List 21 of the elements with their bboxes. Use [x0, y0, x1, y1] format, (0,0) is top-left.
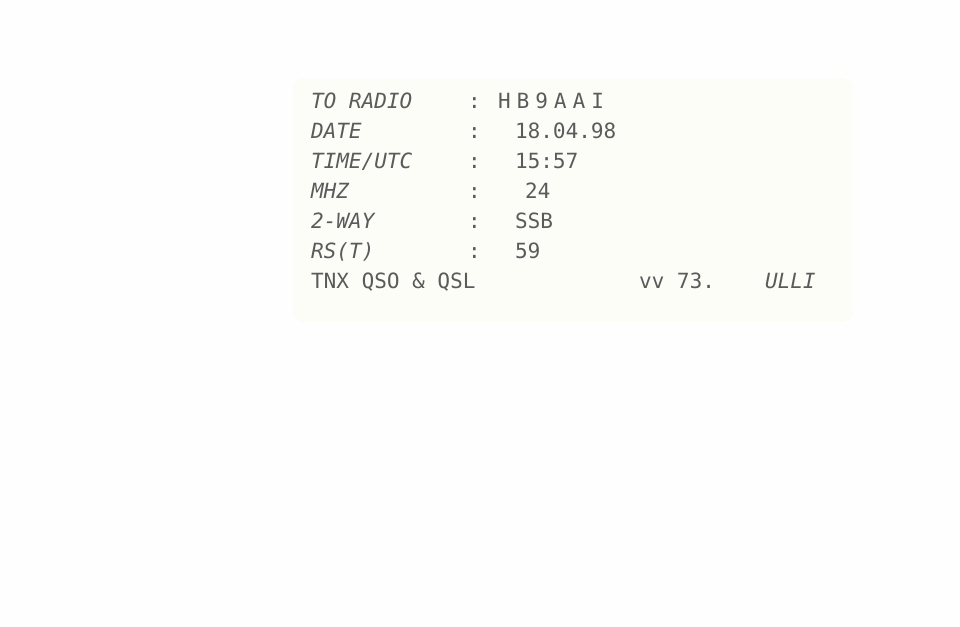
separator: : — [468, 178, 481, 204]
field-value: 18.04.98 — [515, 118, 616, 144]
field-name: 2-WAY — [311, 208, 374, 234]
field-value: HB9AAI — [498, 88, 610, 114]
field-name: TIME/UTC — [311, 148, 412, 174]
field-value: SSB — [515, 208, 553, 234]
separator: : — [468, 148, 481, 174]
field-value: 15:57 — [515, 148, 578, 174]
field-name: RS(T) — [311, 238, 374, 264]
footer-text: ULLI — [765, 268, 816, 294]
separator: : — [468, 208, 481, 234]
separator: : — [468, 238, 481, 264]
field-name: DATE — [311, 118, 362, 144]
field-name: TO RADIO — [311, 88, 412, 114]
field-name: MHZ — [311, 178, 349, 204]
field-value: 59 — [515, 238, 540, 264]
field-value: 24 — [525, 178, 550, 204]
separator: : — [468, 118, 481, 144]
footer-text: vv 73. — [639, 268, 715, 294]
footer-text: TNX QSO & QSL — [311, 268, 476, 294]
separator: : — [468, 88, 481, 114]
